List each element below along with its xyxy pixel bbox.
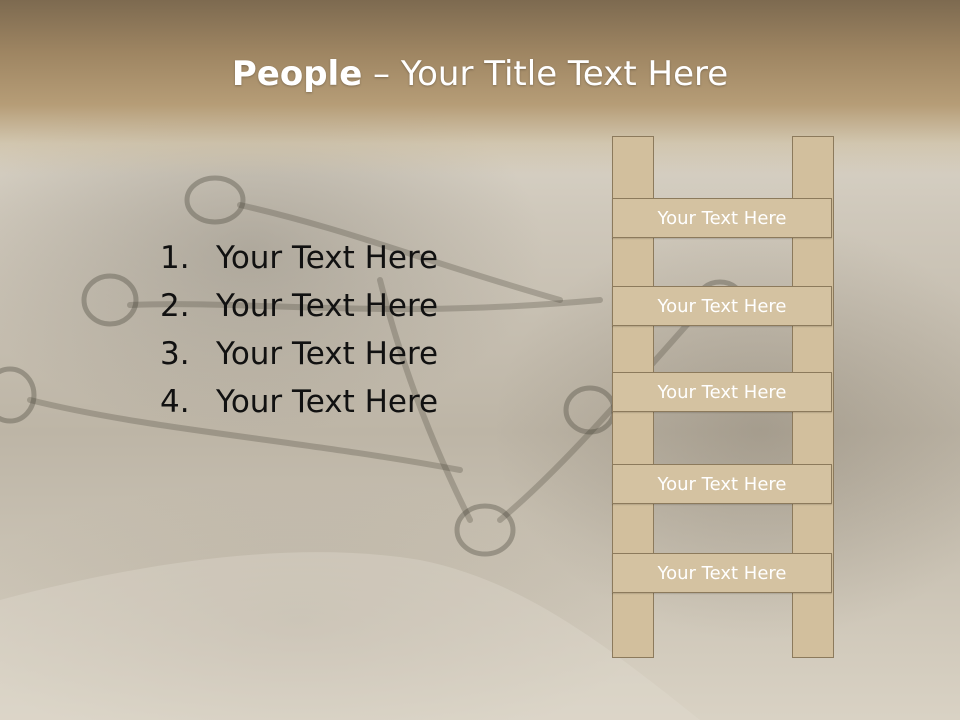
list-number: 4.	[160, 384, 190, 420]
list-number: 3.	[160, 336, 190, 372]
list-item: 3. Your Text Here	[160, 330, 438, 378]
slide-title: People – Your Title Text Here	[0, 52, 960, 96]
list-item: 2. Your Text Here	[160, 282, 438, 330]
ladder-rung: Your Text Here	[612, 198, 832, 238]
ladder-rung: Your Text Here	[612, 553, 832, 593]
list-text: Your Text Here	[216, 240, 439, 276]
slide-title-bold: People	[231, 54, 363, 94]
list-text: Your Text Here	[216, 384, 439, 420]
list-number: 2.	[160, 288, 190, 324]
ladder-rung: Your Text Here	[612, 372, 832, 412]
slide-title-rest: – Your Title Text Here	[362, 54, 729, 94]
list-text: Your Text Here	[216, 288, 439, 324]
numbered-list: 1. Your Text Here 2. Your Text Here 3. Y…	[160, 234, 438, 426]
ladder-rung: Your Text Here	[612, 286, 832, 326]
list-text: Your Text Here	[216, 336, 439, 372]
ladder-rung: Your Text Here	[612, 464, 832, 504]
list-item: 4. Your Text Here	[160, 378, 438, 426]
list-number: 1.	[160, 240, 190, 276]
ladder-diagram: Your Text Here Your Text Here Your Text …	[612, 136, 834, 658]
list-item: 1. Your Text Here	[160, 234, 438, 282]
